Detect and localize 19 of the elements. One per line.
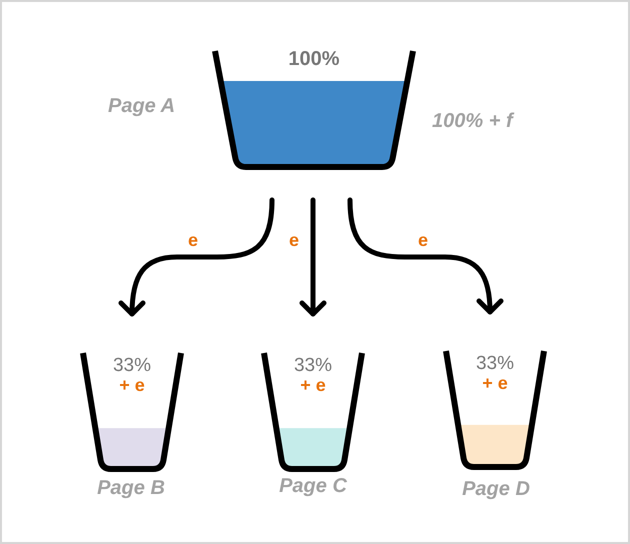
percentage-label: 33%	[112, 356, 152, 376]
formula-label: + e	[119, 376, 145, 395]
arrow	[300, 198, 326, 316]
percentage-label: 100%	[288, 49, 340, 70]
bucket	[80, 350, 184, 472]
arrow	[118, 198, 274, 316]
percentage-label: 33%	[294, 356, 332, 376]
formula-label: + e	[300, 376, 326, 395]
formula-label: + e	[482, 374, 508, 393]
bucket	[212, 48, 416, 170]
page-label: Page C	[279, 475, 347, 497]
bucket	[261, 350, 365, 472]
percentage-label: 33%	[476, 354, 514, 374]
bucket	[443, 348, 547, 470]
page-label: Page D	[462, 478, 530, 500]
page-label: Page A	[108, 95, 176, 117]
arrow	[348, 198, 504, 314]
page-label: 100% + f	[432, 110, 513, 132]
page-label: Page B	[97, 477, 165, 499]
